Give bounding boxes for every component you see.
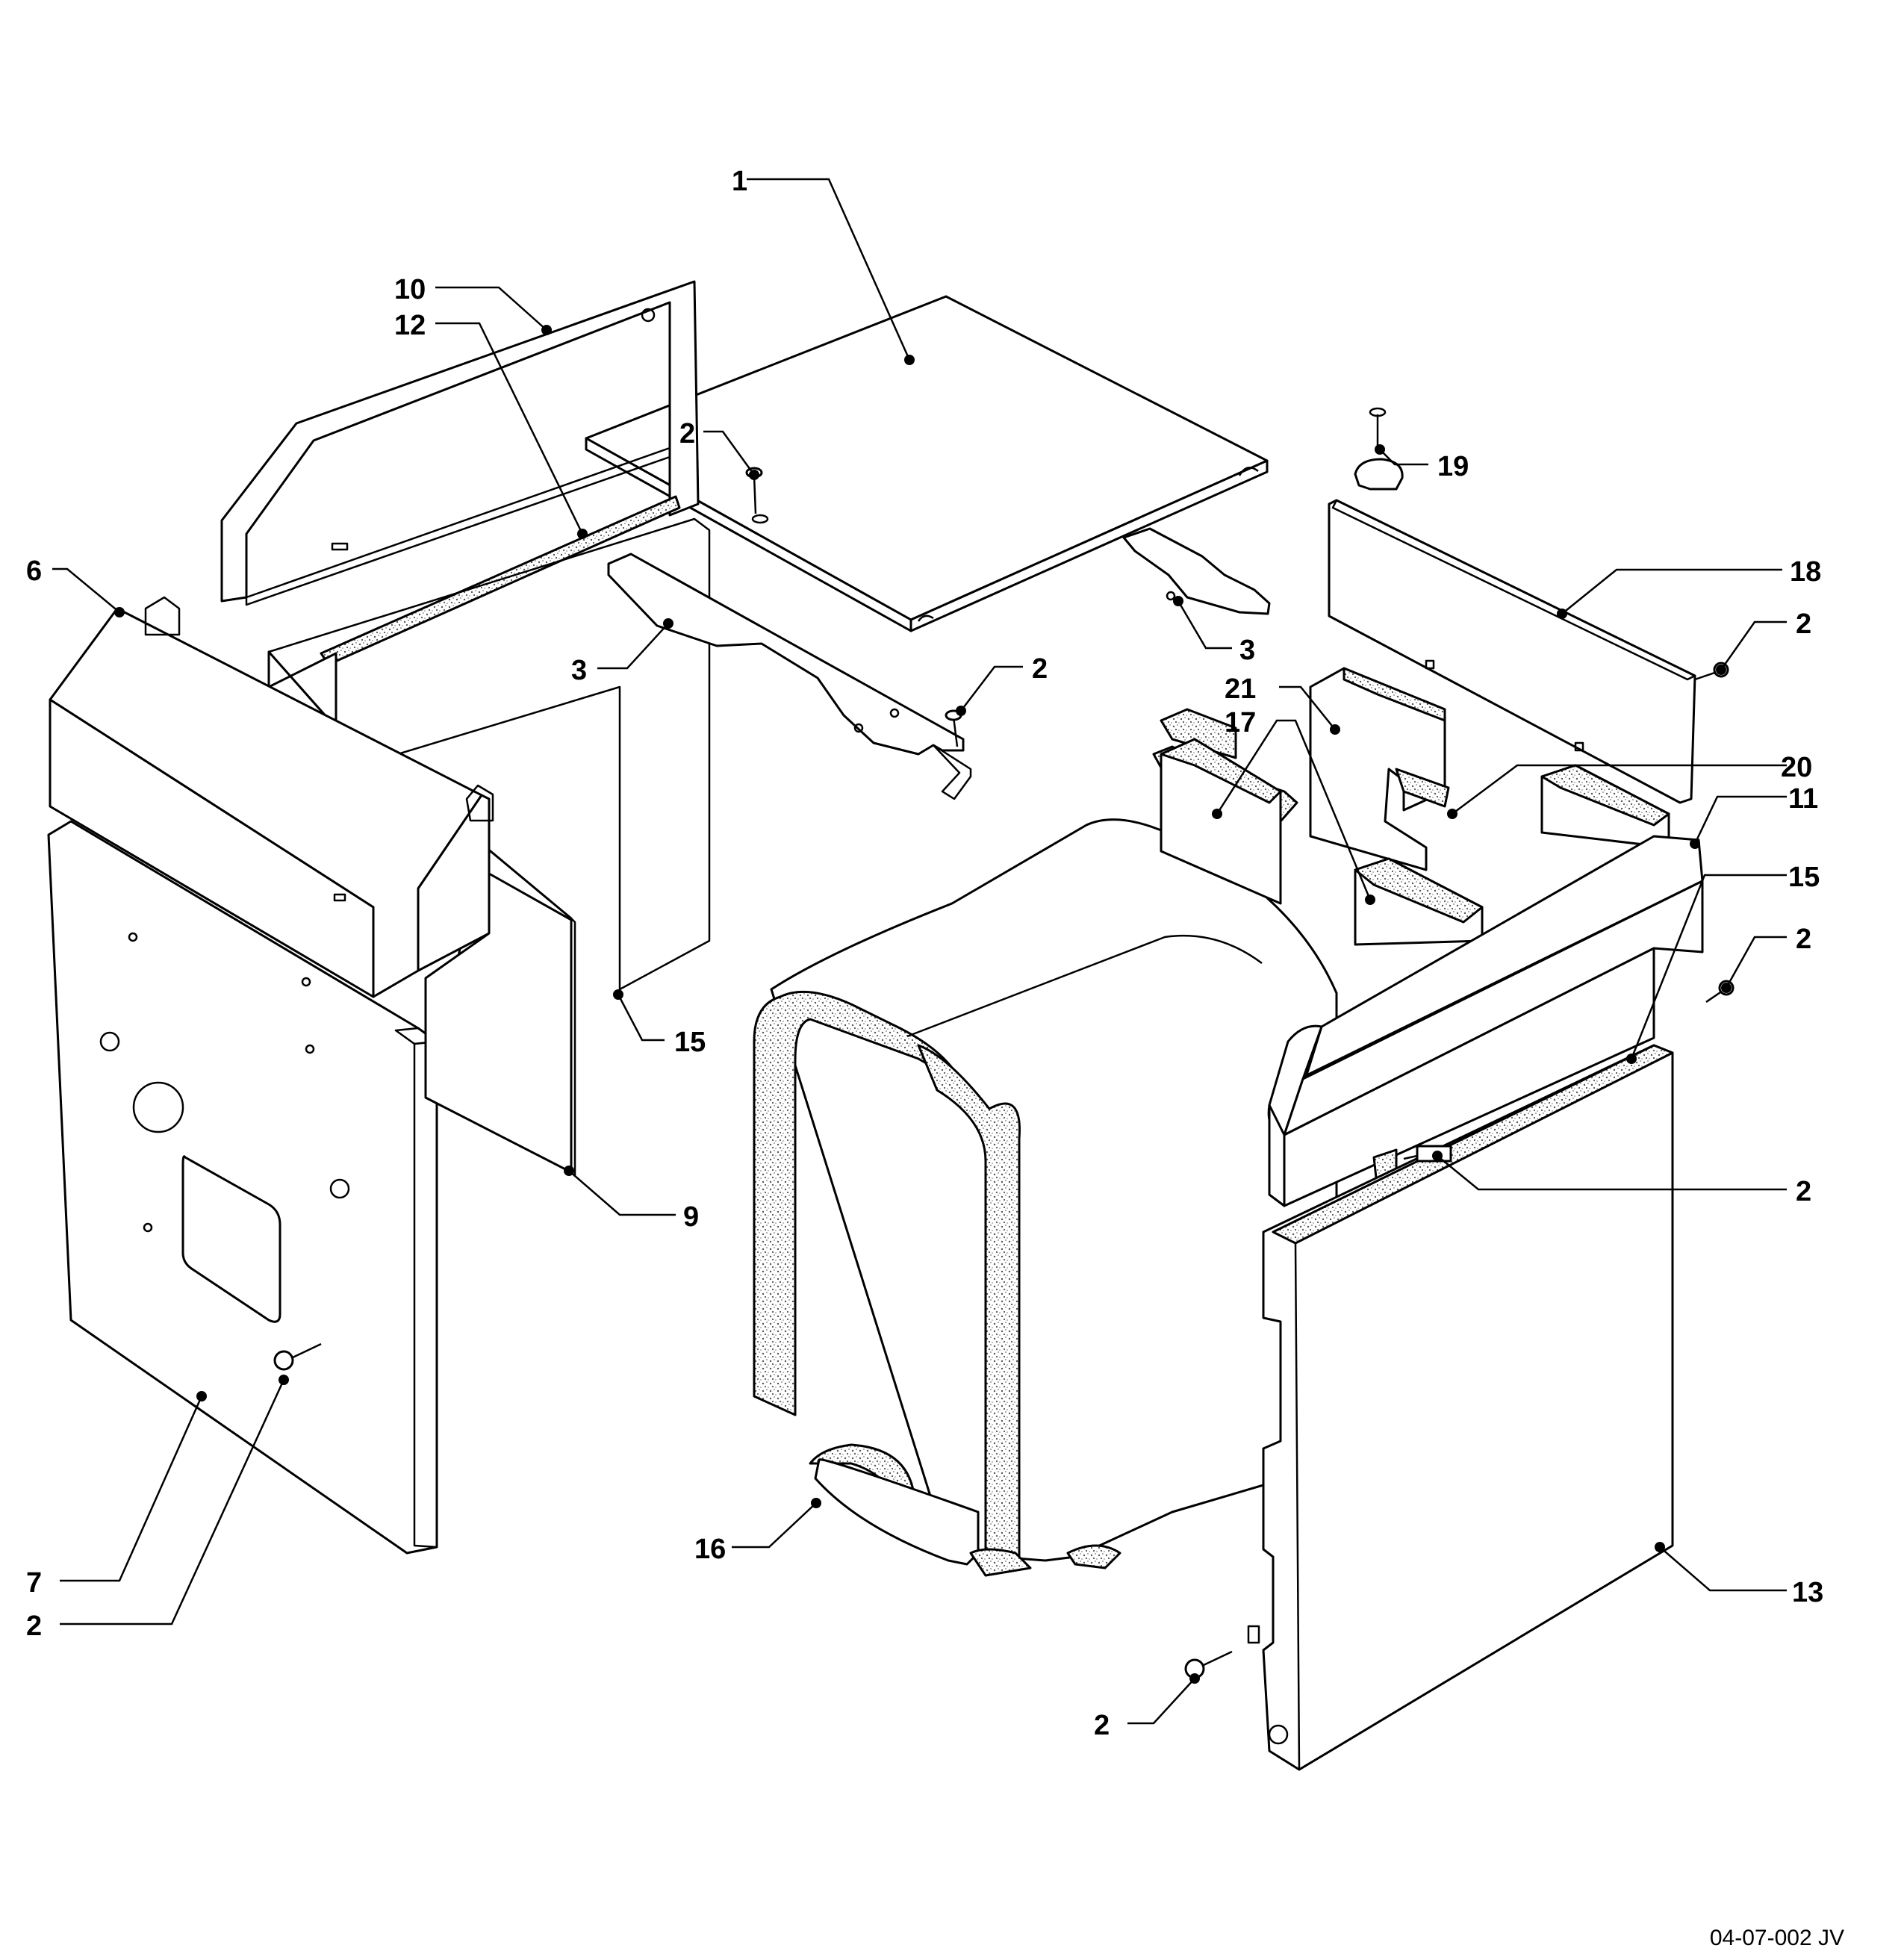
callout-label: 15 <box>1788 862 1820 893</box>
screw-part <box>1184 1650 1233 1679</box>
callout-label: 13 <box>1792 1577 1823 1608</box>
side-foam-block-21-part <box>1309 667 1450 871</box>
callout-label: 2 <box>1796 1176 1811 1207</box>
callout-label: 2 <box>1094 1710 1110 1741</box>
callout-label: 2 <box>1796 924 1811 955</box>
top-lid-part <box>585 295 1269 632</box>
right-front-panel-part <box>1247 1044 1674 1771</box>
callout-label: 9 <box>683 1201 699 1233</box>
foam-block-20-part <box>1540 764 1670 849</box>
callout-label: 20 <box>1781 752 1812 783</box>
front-panel-part <box>47 820 438 1555</box>
callout-label: 15 <box>674 1027 706 1058</box>
drawing-code: 04-07-002 JV <box>1710 1926 1844 1950</box>
side-panel-outer-part <box>424 872 573 1174</box>
callout-label: 18 <box>1790 556 1821 588</box>
left-bracket-part <box>607 553 972 800</box>
callout-label: 2 <box>26 1611 42 1642</box>
callout-group: 1 10 12 2 19 6 18 3 3 <box>26 166 1823 1741</box>
callout-label: 6 <box>26 556 42 587</box>
callout-label: 1 <box>732 166 747 197</box>
callout-label: 3 <box>571 655 587 686</box>
callout-label: 11 <box>1788 783 1818 815</box>
callout-label: 16 <box>694 1534 726 1565</box>
callout-label: 12 <box>394 310 426 341</box>
callout-label: 2 <box>1796 609 1811 640</box>
callout-label: 21 <box>1225 673 1256 705</box>
rear-right-panel-part <box>1328 499 1696 804</box>
callout-label: 7 <box>26 1567 42 1599</box>
insulation-jacket-part <box>753 818 1338 1577</box>
callout-label: 10 <box>394 274 426 305</box>
callout-label: 2 <box>679 418 695 449</box>
screw-part <box>273 1342 322 1371</box>
front-top-cover-part <box>49 596 494 998</box>
foam-block-17-part <box>1160 738 1484 946</box>
callout-label: 2 <box>1032 653 1048 685</box>
rear-frame-part <box>220 280 700 606</box>
callout-label: 19 <box>1437 451 1469 482</box>
callout-label: 3 <box>1239 635 1255 666</box>
right-bracket-part <box>1122 527 1271 615</box>
clamp-part <box>1354 407 1404 491</box>
callout-label: 17 <box>1225 707 1256 738</box>
right-top-cover-part <box>1267 835 1704 1207</box>
